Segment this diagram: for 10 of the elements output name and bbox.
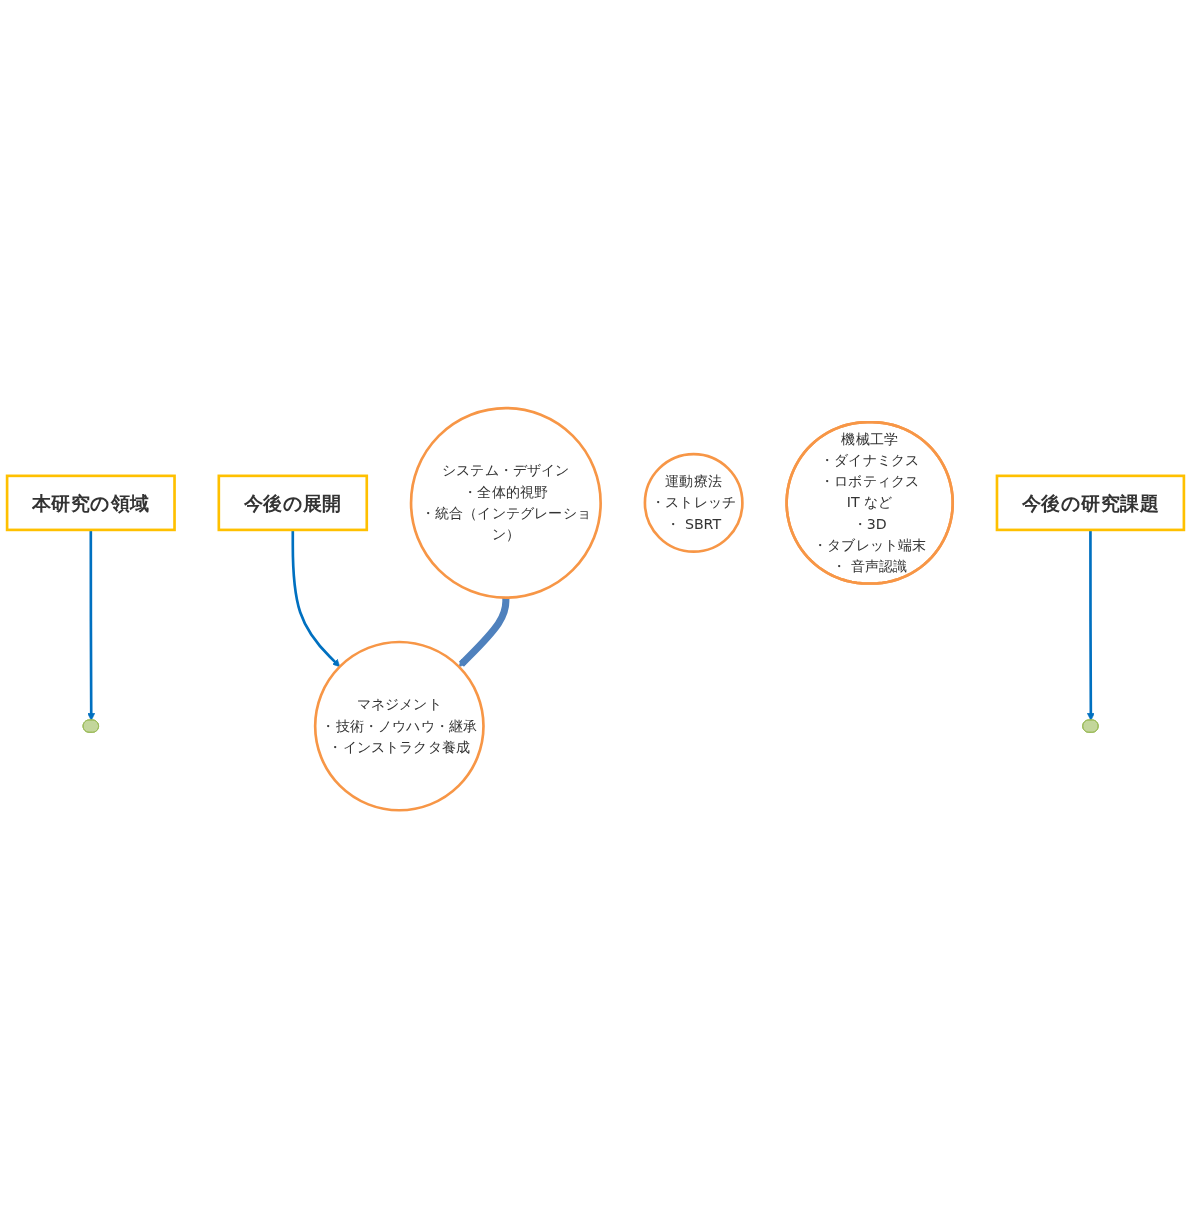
node-box: 本研究の領域 [5,474,176,532]
node-circle: 運動療法 ・ストレッチ ・ SBRT [643,453,744,554]
node-circle: マネジメント ・技術・ノウハウ・継承 ・インストラクタ養成 [313,640,485,812]
node-box: 今後の展開 [217,474,369,532]
arrow [1086,530,1095,721]
arrow [458,598,510,668]
arrow [87,530,96,721]
arrow [291,530,341,668]
node-box: 今後の研究課題 [995,474,1186,532]
node-circle: システム・デザイン ・全体的視野 ・統合（インテグレーション） [409,407,602,600]
